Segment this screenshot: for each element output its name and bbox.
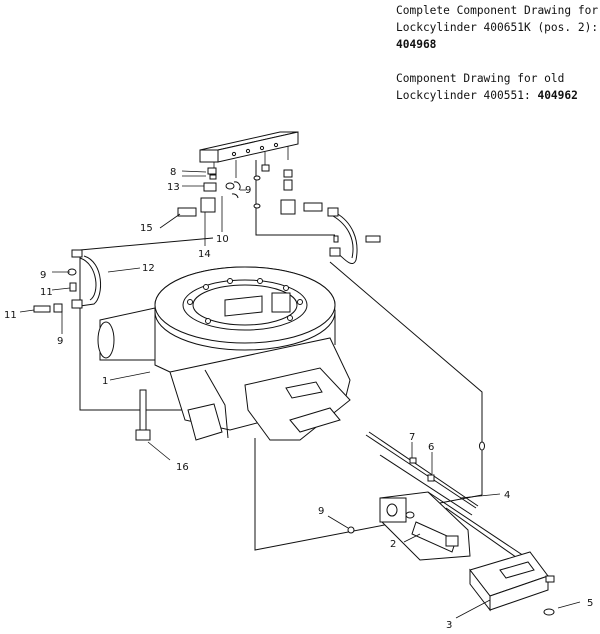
label-11-upper: 11	[40, 287, 53, 298]
label-8: 8	[170, 167, 176, 178]
complete-drawing-line-1: Complete Component Drawing for	[396, 4, 599, 17]
label-15: 15	[140, 223, 153, 234]
label-9-top: 9	[245, 185, 251, 196]
label-6: 6	[428, 442, 434, 453]
label-12: 12	[142, 263, 155, 274]
label-7: 7	[409, 432, 415, 443]
old-drawing-line-1: Component Drawing for old	[396, 72, 565, 85]
label-16: 16	[176, 462, 189, 473]
label-9-left-upper: 9	[40, 270, 46, 281]
bracket	[469, 551, 555, 616]
left-hose	[33, 249, 102, 313]
manifold-fittings	[177, 164, 323, 217]
drawing-notes: Complete Component Drawing for Lockcylin…	[396, 2, 598, 104]
label-1: 1	[102, 376, 108, 387]
label-13: 13	[167, 182, 180, 193]
label-4: 4	[504, 490, 510, 501]
label-9-left-lower: 9	[57, 336, 63, 347]
leader-lines	[19, 170, 581, 619]
complete-drawing-number: 404968	[396, 38, 437, 51]
label-14: 14	[198, 249, 211, 260]
label-2: 2	[390, 539, 396, 550]
right-hose	[327, 207, 381, 265]
label-9-bottom: 9	[318, 506, 324, 517]
main-body	[97, 266, 351, 441]
old-drawing-line-2: Lockcylinder 400551:	[396, 89, 538, 102]
screw-16	[135, 389, 151, 441]
rods	[365, 431, 547, 587]
label-10: 10	[216, 234, 229, 245]
label-5: 5	[587, 598, 593, 609]
old-drawing-number: 404962	[537, 89, 578, 102]
label-11-lower: 11	[4, 310, 17, 321]
small-part-markers	[347, 441, 485, 534]
position-labels: 8 13 9 10 15 14 12 9 11 11 9 1 16 7 6 4 …	[4, 167, 593, 631]
label-3: 3	[446, 620, 452, 631]
lock-cylinder	[379, 491, 471, 561]
complete-drawing-line-2: Lockcylinder 400651K (pos. 2):	[396, 21, 599, 34]
manifold-block	[199, 131, 299, 178]
